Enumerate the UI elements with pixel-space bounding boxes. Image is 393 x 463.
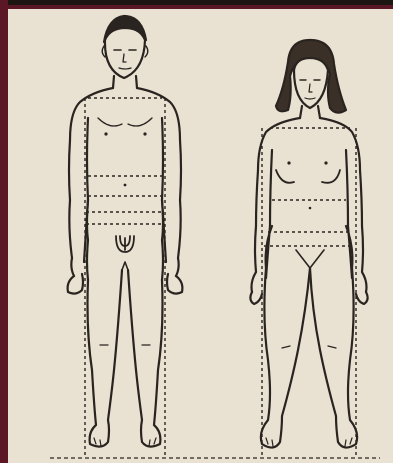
female-head bbox=[294, 58, 328, 108]
male-torso bbox=[69, 88, 113, 276]
male-head bbox=[105, 28, 145, 78]
female-legs bbox=[261, 268, 310, 448]
male-measurement-lines bbox=[85, 98, 165, 455]
female-figure bbox=[250, 40, 367, 448]
male-legs bbox=[88, 270, 123, 447]
female-measurement-lines bbox=[262, 128, 356, 455]
